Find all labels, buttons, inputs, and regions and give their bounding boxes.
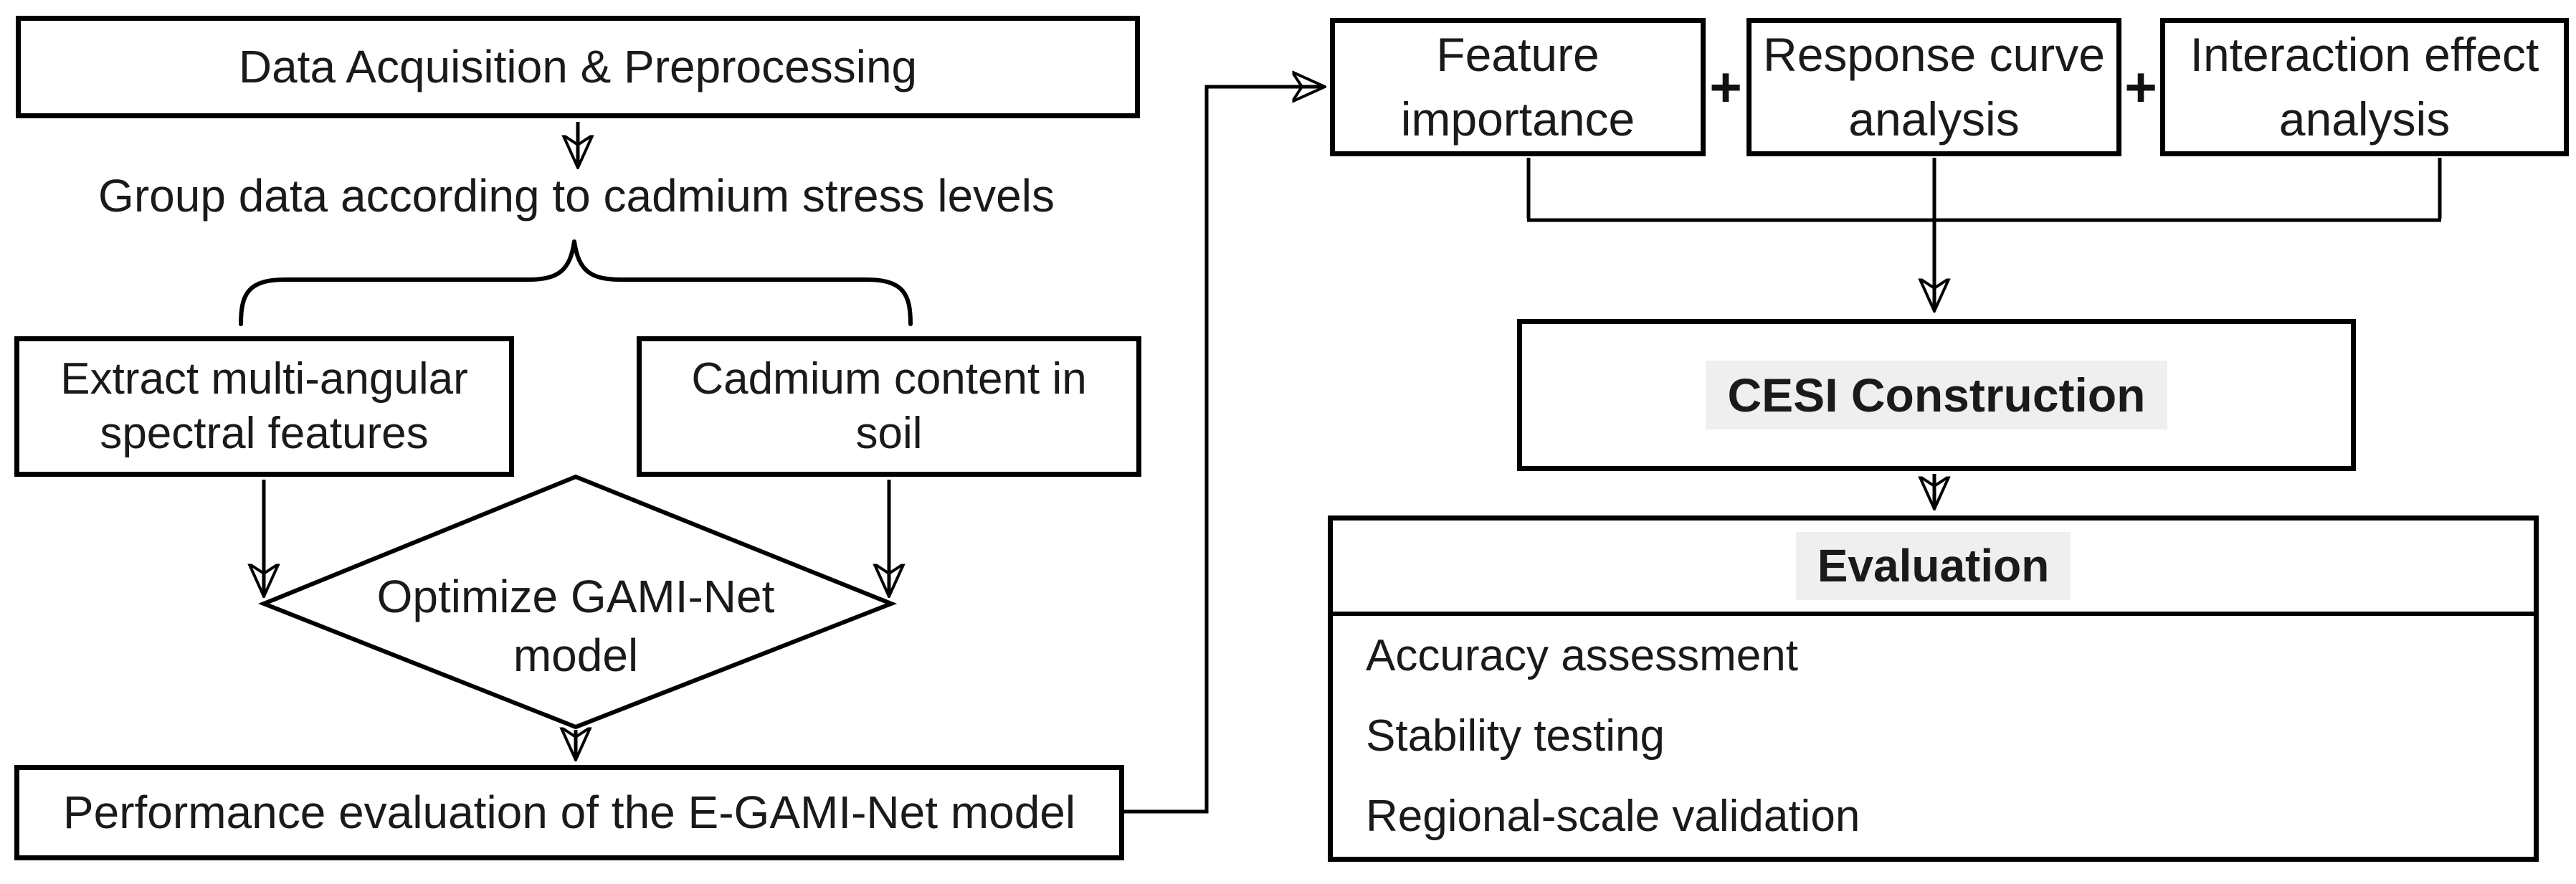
node-optimize-gami-net-label: Optimize GAMI-Net model xyxy=(376,571,775,681)
node-interaction-effect: Interaction effect analysis xyxy=(2160,18,2569,156)
evaluation-item-accuracy: Accuracy assessment xyxy=(1366,631,1798,681)
node-performance-evaluation: Performance evaluation of the E-GAMI-Net… xyxy=(14,765,1124,860)
plus-sign-2: + xyxy=(2124,55,2157,118)
evaluation-header: Evaluation xyxy=(1333,521,2534,616)
plus-sign-1: + xyxy=(1709,55,1742,118)
cesi-construction-title: CESI Construction xyxy=(1706,360,2167,430)
brace-right-half xyxy=(572,239,913,326)
node-evaluation: Evaluation Accuracy assessment Stability… xyxy=(1328,515,2539,862)
node-cadmium-content: Cadmium content in soil xyxy=(637,336,1141,477)
label-group-data: Group data according to cadmium stress l… xyxy=(98,170,1055,222)
node-feature-importance: Feature importance xyxy=(1330,18,1706,156)
node-response-curve: Response curve analysis xyxy=(1746,18,2121,156)
diamond-optimize-shape xyxy=(257,474,898,730)
evaluation-item-stability: Stability testing xyxy=(1366,711,1665,761)
brace-left-half xyxy=(239,239,576,326)
evaluation-item-list: Accuracy assessment Stability testing Re… xyxy=(1333,616,2534,857)
node-cesi-construction: CESI Construction xyxy=(1517,319,2356,471)
node-data-acquisition: Data Acquisition & Preprocessing xyxy=(16,16,1140,118)
evaluation-title: Evaluation xyxy=(1795,532,2071,600)
node-extract-features: Extract multi-angular spectral features xyxy=(14,336,514,477)
evaluation-item-regional: Regional-scale validation xyxy=(1366,792,1860,842)
connector-performance-to-feature xyxy=(1124,87,1322,814)
